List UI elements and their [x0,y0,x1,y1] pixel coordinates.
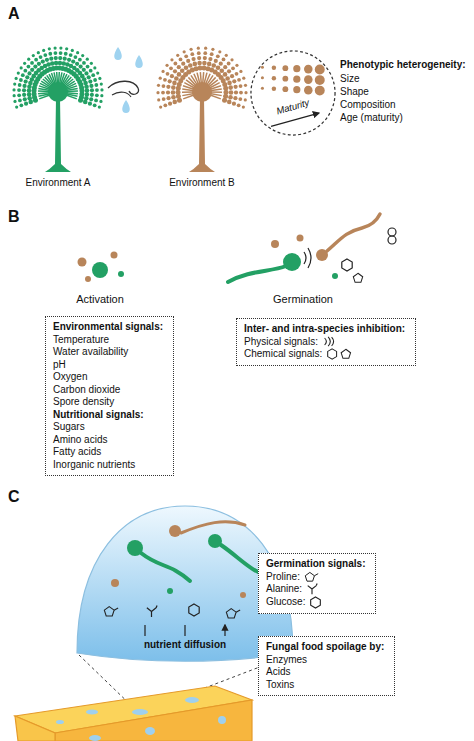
box-heading: Inter- and intra-species inhibition: [244,323,405,336]
circle-outline [250,50,336,136]
text-row: Toxins [266,679,387,692]
maturity-inset: Maturity [250,50,336,136]
box-item: Alanine: [266,583,302,596]
text-row: Physical signals: [244,336,408,349]
text-row: Alanine: [266,583,368,596]
list-item: Shape [340,85,369,98]
box-item: Inorganic nutrients [53,459,135,472]
panel-letter: B [8,206,20,227]
list-item: Composition [340,98,396,111]
box-item: Carbon dioxide [53,384,120,397]
text-row: Chemical signals: [244,348,408,361]
box-item: Acids [266,666,290,679]
box-item: Fatty acids [53,446,101,459]
signal-box: Environmental signals:TemperatureWater a… [45,316,174,476]
text-row: Spore density [53,396,166,409]
text-row: Glucose: [266,596,368,609]
text-row: Fungal food spoilage by: [266,641,387,654]
box-item: Oxygen [53,371,87,384]
text-row: Enzymes [266,654,387,667]
text-row: Temperature [53,334,166,347]
text-row: pH [53,359,166,372]
water-and-wind [108,47,143,113]
activation-spores [78,252,125,283]
box-item: pH [53,359,66,372]
text-row: Inorganic nutrients [53,459,166,472]
signal-icon [322,336,336,347]
text-row: Water availability [53,346,166,359]
box-item: Sugars [53,421,85,434]
box-heading: Fungal food spoilage by: [266,641,384,654]
panel-letter: C [8,486,20,507]
conidiophore [156,47,247,172]
box-item: Chemical signals: [244,348,322,361]
box-heading: Nutritional signals: [53,409,144,422]
box-item: Physical signals: [244,336,318,349]
signal-icon [306,583,318,595]
box-item: Water availability [53,346,128,359]
text-row: Proline: [266,571,368,584]
list-item: Age (maturity) [340,111,403,124]
box-item: Amino acids [53,434,107,447]
text-row: Maturity [250,101,336,114]
text-row: Inter- and intra-species inhibition: [244,323,408,336]
box-heading: Germination signals: [266,558,365,571]
box-item: Glucose: [266,596,305,609]
conidiophore [12,46,103,172]
text-row: Oxygen [53,371,166,384]
list-item: Size [340,72,359,85]
germination-illustration [228,214,396,282]
stage-label: Germination [273,292,333,306]
environment-label: Environment A [25,176,90,189]
box-item: Proline: [266,571,300,584]
box-item: Toxins [266,679,294,692]
box-item: Enzymes [266,654,307,667]
box-item: Temperature [53,334,109,347]
list-heading: Phenotypic heterogeneity: [340,58,466,71]
box-heading: Environmental signals: [53,321,163,334]
text-row: Amino acids [53,434,166,447]
text-row: Fatty acids [53,446,166,459]
signal-icon [326,348,352,360]
text-row: Nutritional signals: [53,409,166,422]
spoilage-box: Fungal food spoilage by:EnzymesAcidsToxi… [258,636,395,696]
text-row: Carbon dioxide [53,384,166,397]
text-row: Germination signals: [266,558,368,571]
stage-label: Activation [76,292,124,306]
box-heading: nutrient diffusion [144,639,226,652]
panel-letter: A [8,3,20,24]
text-row: nutrient diffusion [75,639,295,652]
environment-label: Environment B [169,176,235,189]
box-item: Spore density [53,396,114,409]
text-row: Sugars [53,421,166,434]
signal-icon [309,596,322,609]
text-row: Acids [266,666,387,679]
text-row: Environmental signals: [53,321,166,334]
signal-icon [304,571,319,583]
germination-signal-box: Germination signals:Proline:Alanine:Gluc… [258,553,376,614]
inhibition-box: Inter- and intra-species inhibition:Phys… [236,318,416,366]
cheese [15,686,252,741]
